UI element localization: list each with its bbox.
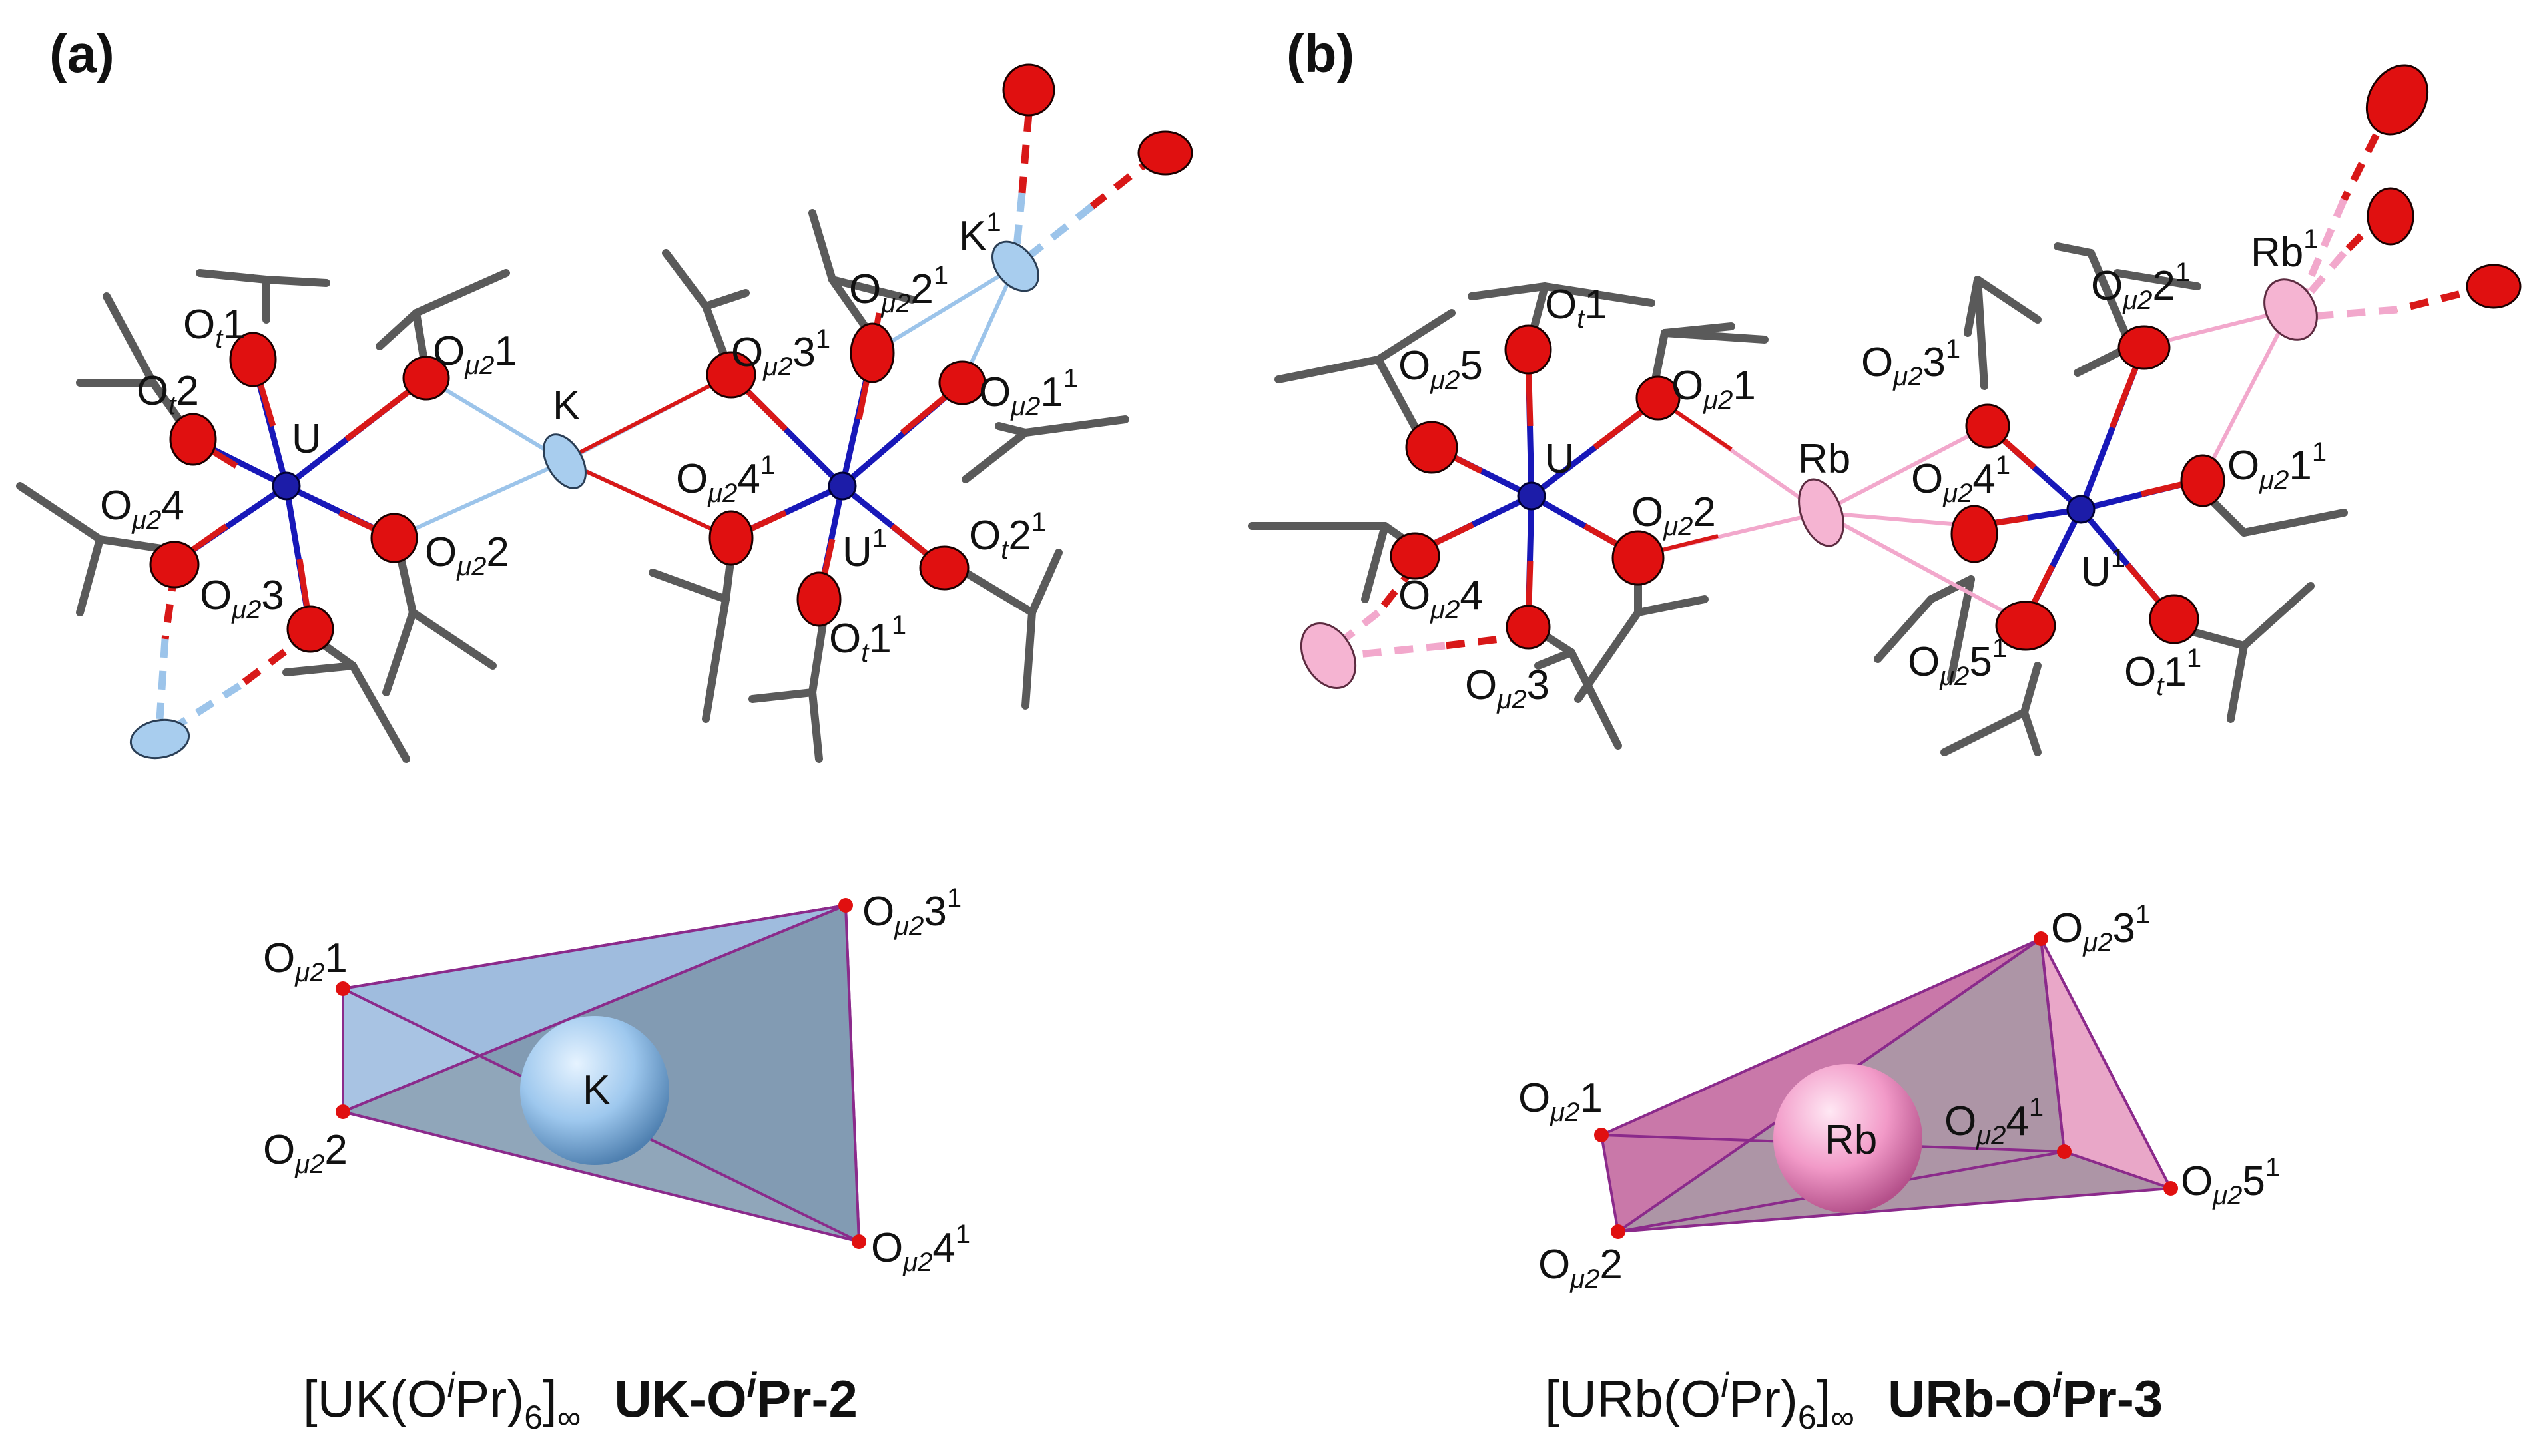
panel-b-structure: U Rb U1 Rb1 Ot1 Oμ25 Oμ21 Oμ22 Oμ24 Oμ23… (1248, 64, 2522, 756)
poly-a-Omu241: Oμ241 (871, 1220, 970, 1277)
poly-a-Omu22: Oμ22 (263, 1127, 348, 1179)
label-b-Rb1: Rb1 (2251, 224, 2319, 276)
polyhedron-a: K Oμ21 Oμ22 Oμ231 Oμ241 (263, 883, 970, 1277)
label-Omu21: Oμ21 (433, 328, 517, 380)
label-Omu241: Oμ241 (676, 451, 775, 508)
label-K1: K1 (959, 208, 1001, 259)
poly-a-Omu231: Oμ231 (862, 883, 962, 941)
label-b-Ot1: Ot1 (1545, 282, 1607, 334)
label-Omu221: Oμ221 (849, 261, 948, 318)
label-Ot21: Ot21 (969, 507, 1046, 565)
panel-label-b: (b) (1286, 24, 1354, 83)
label-b-Rb: Rb (1798, 436, 1850, 482)
label-Ot1: Ot1 (183, 302, 246, 354)
caption-a: [UK(OiPr)6]∞UK-OiPr-2 (303, 1366, 858, 1436)
label-b-Ot11: Ot11 (2124, 644, 2201, 701)
label-b-Omu24: Oμ24 (1398, 573, 1483, 624)
label-b-Omu211: Oμ211 (2227, 437, 2327, 495)
label-b-Omu251: Oμ251 (1908, 634, 2007, 691)
label-Omu231: Oμ231 (731, 324, 830, 381)
panel-label-a: (a) (49, 24, 115, 83)
label-Ot2: Ot2 (137, 368, 199, 420)
label-Omu24: Oμ24 (100, 483, 184, 535)
poly-b-Omu231: Oμ231 (2051, 900, 2150, 957)
label-b-U: U (1545, 436, 1575, 482)
poly-b-center-label: Rb (1825, 1117, 1877, 1163)
label-U1: U1 (842, 524, 887, 575)
panel-a-structure: U K U1 K1 Ot1 Ot2 Oμ21 Oμ22 Oμ24 Oμ23 Oμ… (16, 63, 1193, 763)
atoms-b (1300, 64, 2522, 689)
label-b-Omu241: Oμ241 (1911, 451, 2010, 508)
label-b-Omu22: Oμ22 (1631, 489, 1716, 541)
label-Omu211: Oμ211 (979, 364, 1078, 421)
poly-b-Omu241: Oμ241 (1944, 1093, 2044, 1150)
label-b-U1: U1 (2081, 544, 2125, 595)
rb-sphere (1773, 1064, 1922, 1213)
label-b-Omu23: Oμ23 (1465, 662, 1550, 714)
label-b-Omu231: Oμ231 (1861, 334, 1960, 391)
caption-b: [URb(OiPr)6]∞URb-OiPr-3 (1545, 1366, 2163, 1436)
polyhedron-b: Rb Oμ21 Oμ22 Oμ231 Oμ241 Oμ251 (1518, 900, 2280, 1294)
atom-labels-a: U K U1 K1 Ot1 Ot2 Oμ21 Oμ22 Oμ24 Oμ23 Oμ… (100, 208, 1078, 668)
isopropyl-bonds-b (1248, 242, 2348, 756)
k-sphere (520, 1016, 669, 1165)
poly-b-Omu21: Oμ21 (1518, 1075, 1603, 1127)
label-b-Omu221: Oμ221 (2091, 258, 2190, 315)
poly-b-Omu251: Oμ251 (2181, 1153, 2280, 1210)
label-Omu23: Oμ23 (200, 573, 284, 624)
poly-b-Omu22: Oμ22 (1538, 1242, 1623, 1294)
poly-a-center-label: K (583, 1067, 610, 1113)
label-U: U (292, 416, 322, 462)
label-b-Omu21: Oμ21 (1671, 363, 1756, 415)
poly-a-Omu21: Oμ21 (263, 935, 348, 987)
isopropyl-bonds-a (16, 209, 1129, 763)
label-K: K (553, 383, 580, 429)
label-b-Omu25: Oμ25 (1398, 343, 1483, 395)
label-Omu22: Oμ22 (425, 529, 509, 581)
label-Ot11: Ot11 (829, 610, 906, 668)
atoms-a (129, 63, 1193, 760)
atom-labels-b: U Rb U1 Rb1 Ot1 Oμ25 Oμ21 Oμ22 Oμ24 Oμ23… (1398, 224, 2327, 714)
